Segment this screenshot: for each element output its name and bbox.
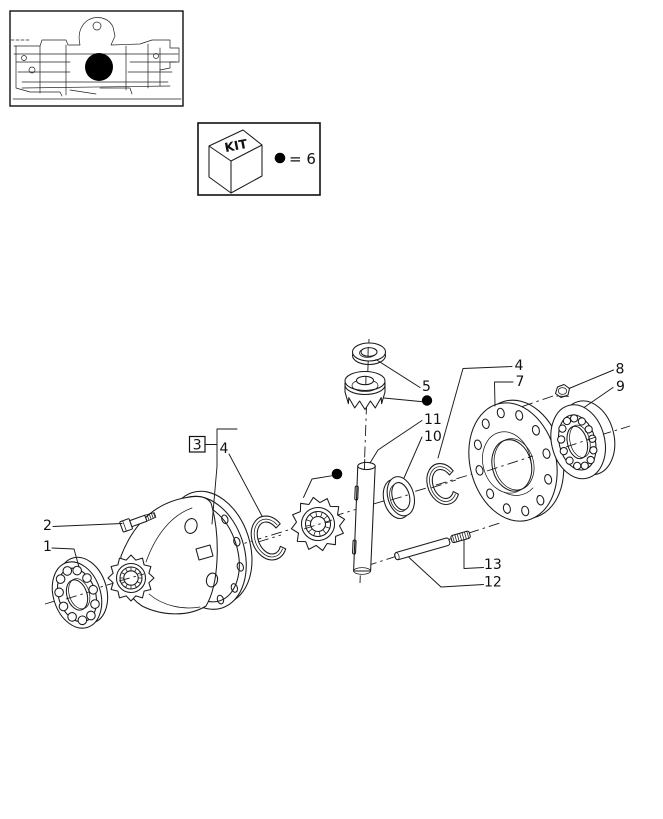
callout-7: 7 <box>516 374 525 390</box>
transmission-sketch <box>10 17 182 100</box>
part-4-half-washer-right <box>426 463 459 505</box>
callout-5: 5 <box>422 379 431 395</box>
part-4-half-washer-left <box>250 515 287 561</box>
bearing-balls <box>54 565 100 626</box>
axis-bore-segments <box>65 346 597 600</box>
callout-11: 11 <box>424 412 442 428</box>
housing-slot <box>195 544 214 561</box>
callout-2: 2 <box>43 518 52 534</box>
callout-4-left: 4 <box>220 441 229 457</box>
part-12-rod <box>394 537 451 561</box>
part-5-thrust-washer <box>351 342 387 366</box>
kit-marker-dot-side-gear <box>331 468 343 480</box>
flange-bolt-holes <box>473 407 553 517</box>
part-side-gear <box>290 496 346 552</box>
part-10-ring-washer <box>382 476 416 520</box>
callout-4-right: 4 <box>515 358 524 374</box>
kit-box-frame <box>197 122 321 196</box>
part-8-nut <box>554 383 571 399</box>
callout-labels: 1 2 3 4 5 11 10 4 7 8 9 13 12 <box>43 358 625 591</box>
bearing-rollers <box>557 414 598 471</box>
kit-cube-label: KIT <box>223 136 249 155</box>
callout-12: 12 <box>484 575 502 591</box>
callout-leader-lines <box>51 359 614 588</box>
machine-location-thumbnail <box>9 10 184 107</box>
kit-legend-equation: = 6 <box>289 150 316 168</box>
callout-13: 13 <box>484 557 502 573</box>
kit-cube-icon <box>208 129 263 194</box>
callout-10: 10 <box>424 429 442 445</box>
callout-9: 9 <box>616 379 625 395</box>
part-11-pinion-shaft <box>352 461 376 575</box>
shaft-slot-lower <box>352 539 357 555</box>
part-bevel-pinion-gear <box>344 370 386 411</box>
part-13-threaded-stud <box>450 530 471 544</box>
part-1-ball-bearing <box>51 556 109 629</box>
housing-round-hole <box>205 572 219 588</box>
kit-legend-box: KIT = 6 <box>197 122 321 196</box>
callout-1: 1 <box>43 539 52 555</box>
kit-marker-dot-bevel-gear <box>421 395 433 406</box>
kit-marker-dot-legend <box>274 152 286 164</box>
callout-3: 3 <box>193 438 202 454</box>
side-gear-splines <box>305 511 331 537</box>
housing-splined-hub <box>107 554 155 602</box>
callout-3-box <box>188 435 206 453</box>
shaft-slot-upper <box>354 485 359 501</box>
stud-threads <box>451 530 470 543</box>
bolt-threads <box>144 512 157 522</box>
part-2-bolt <box>119 512 157 533</box>
part-differential-housing <box>107 490 253 615</box>
housing-window-hole <box>184 518 198 534</box>
callout-8: 8 <box>616 362 625 378</box>
part-9-roller-bearing <box>550 400 616 480</box>
differential-location-marker-dot <box>85 53 113 81</box>
